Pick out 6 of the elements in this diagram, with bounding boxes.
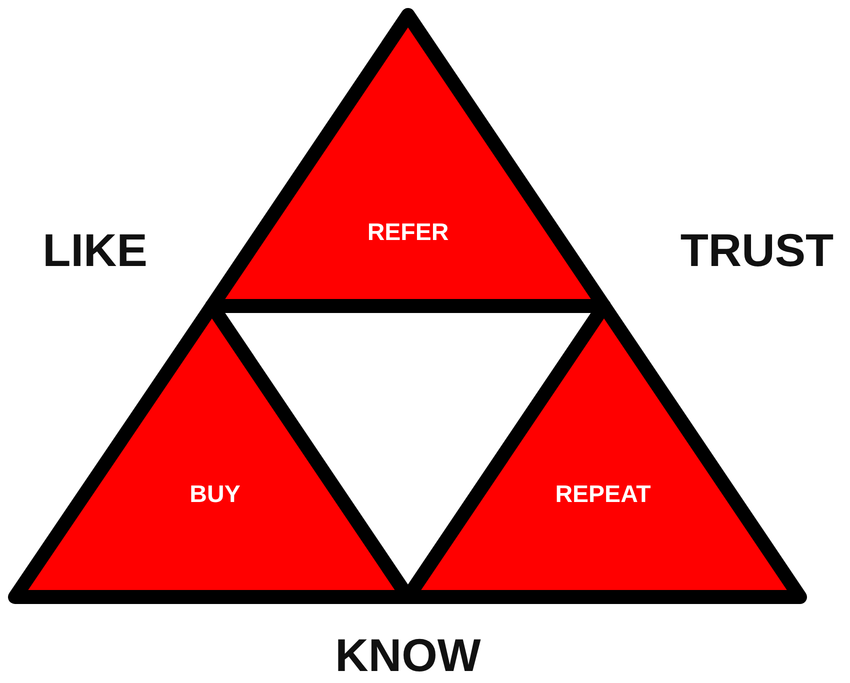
segment-label: REPEAT	[555, 481, 651, 509]
side-label: TRUST	[680, 223, 834, 277]
side-label: LIKE	[42, 223, 148, 277]
segment-label: REFER	[367, 219, 449, 247]
segment-label: BUY	[190, 481, 240, 509]
side-label: KNOW	[335, 628, 481, 682]
